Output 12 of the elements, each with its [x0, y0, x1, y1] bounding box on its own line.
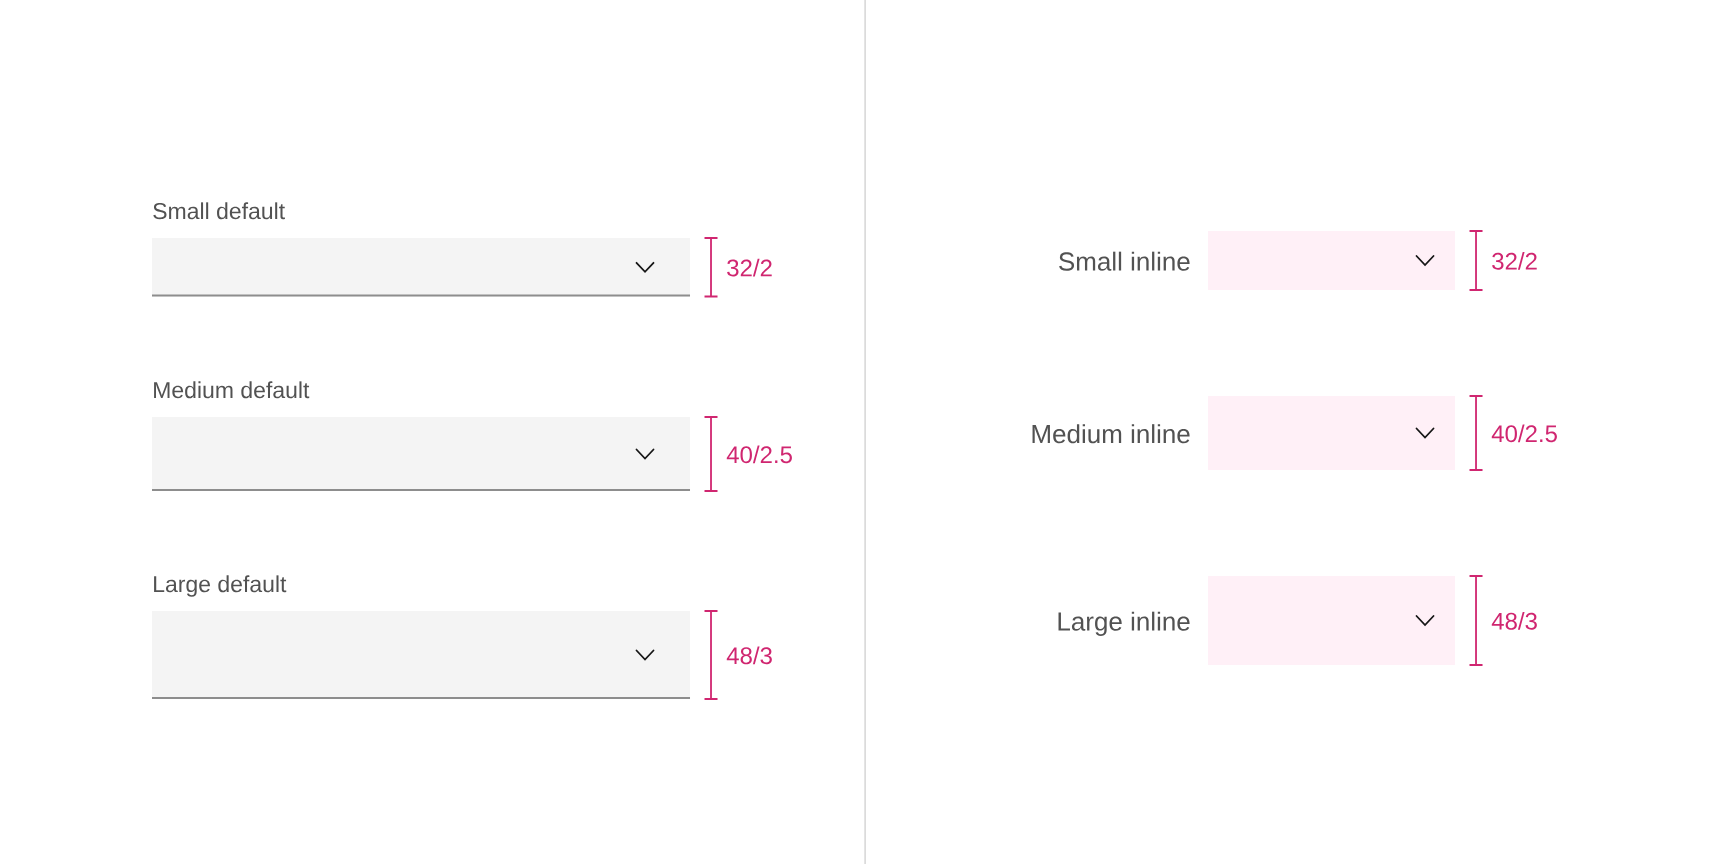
field-label: Large default: [154, 575, 287, 597]
dimension-label: 32/2: [1492, 252, 1537, 270]
field-label: Medium default: [154, 381, 310, 399]
dimension-label: 48/3: [1491, 612, 1537, 630]
field-label: Large inline: [1058, 611, 1190, 636]
dimension-label: 40/2.5: [1491, 424, 1557, 443]
dimension-label: 40/2.5: [726, 445, 792, 464]
dimension-label: 32/2: [727, 258, 772, 277]
field-label: Small inline: [1059, 251, 1190, 271]
field-label: Small default: [153, 202, 285, 220]
dimension-label: 48/3: [726, 646, 772, 665]
field-label: Medium inline: [1032, 424, 1190, 444]
